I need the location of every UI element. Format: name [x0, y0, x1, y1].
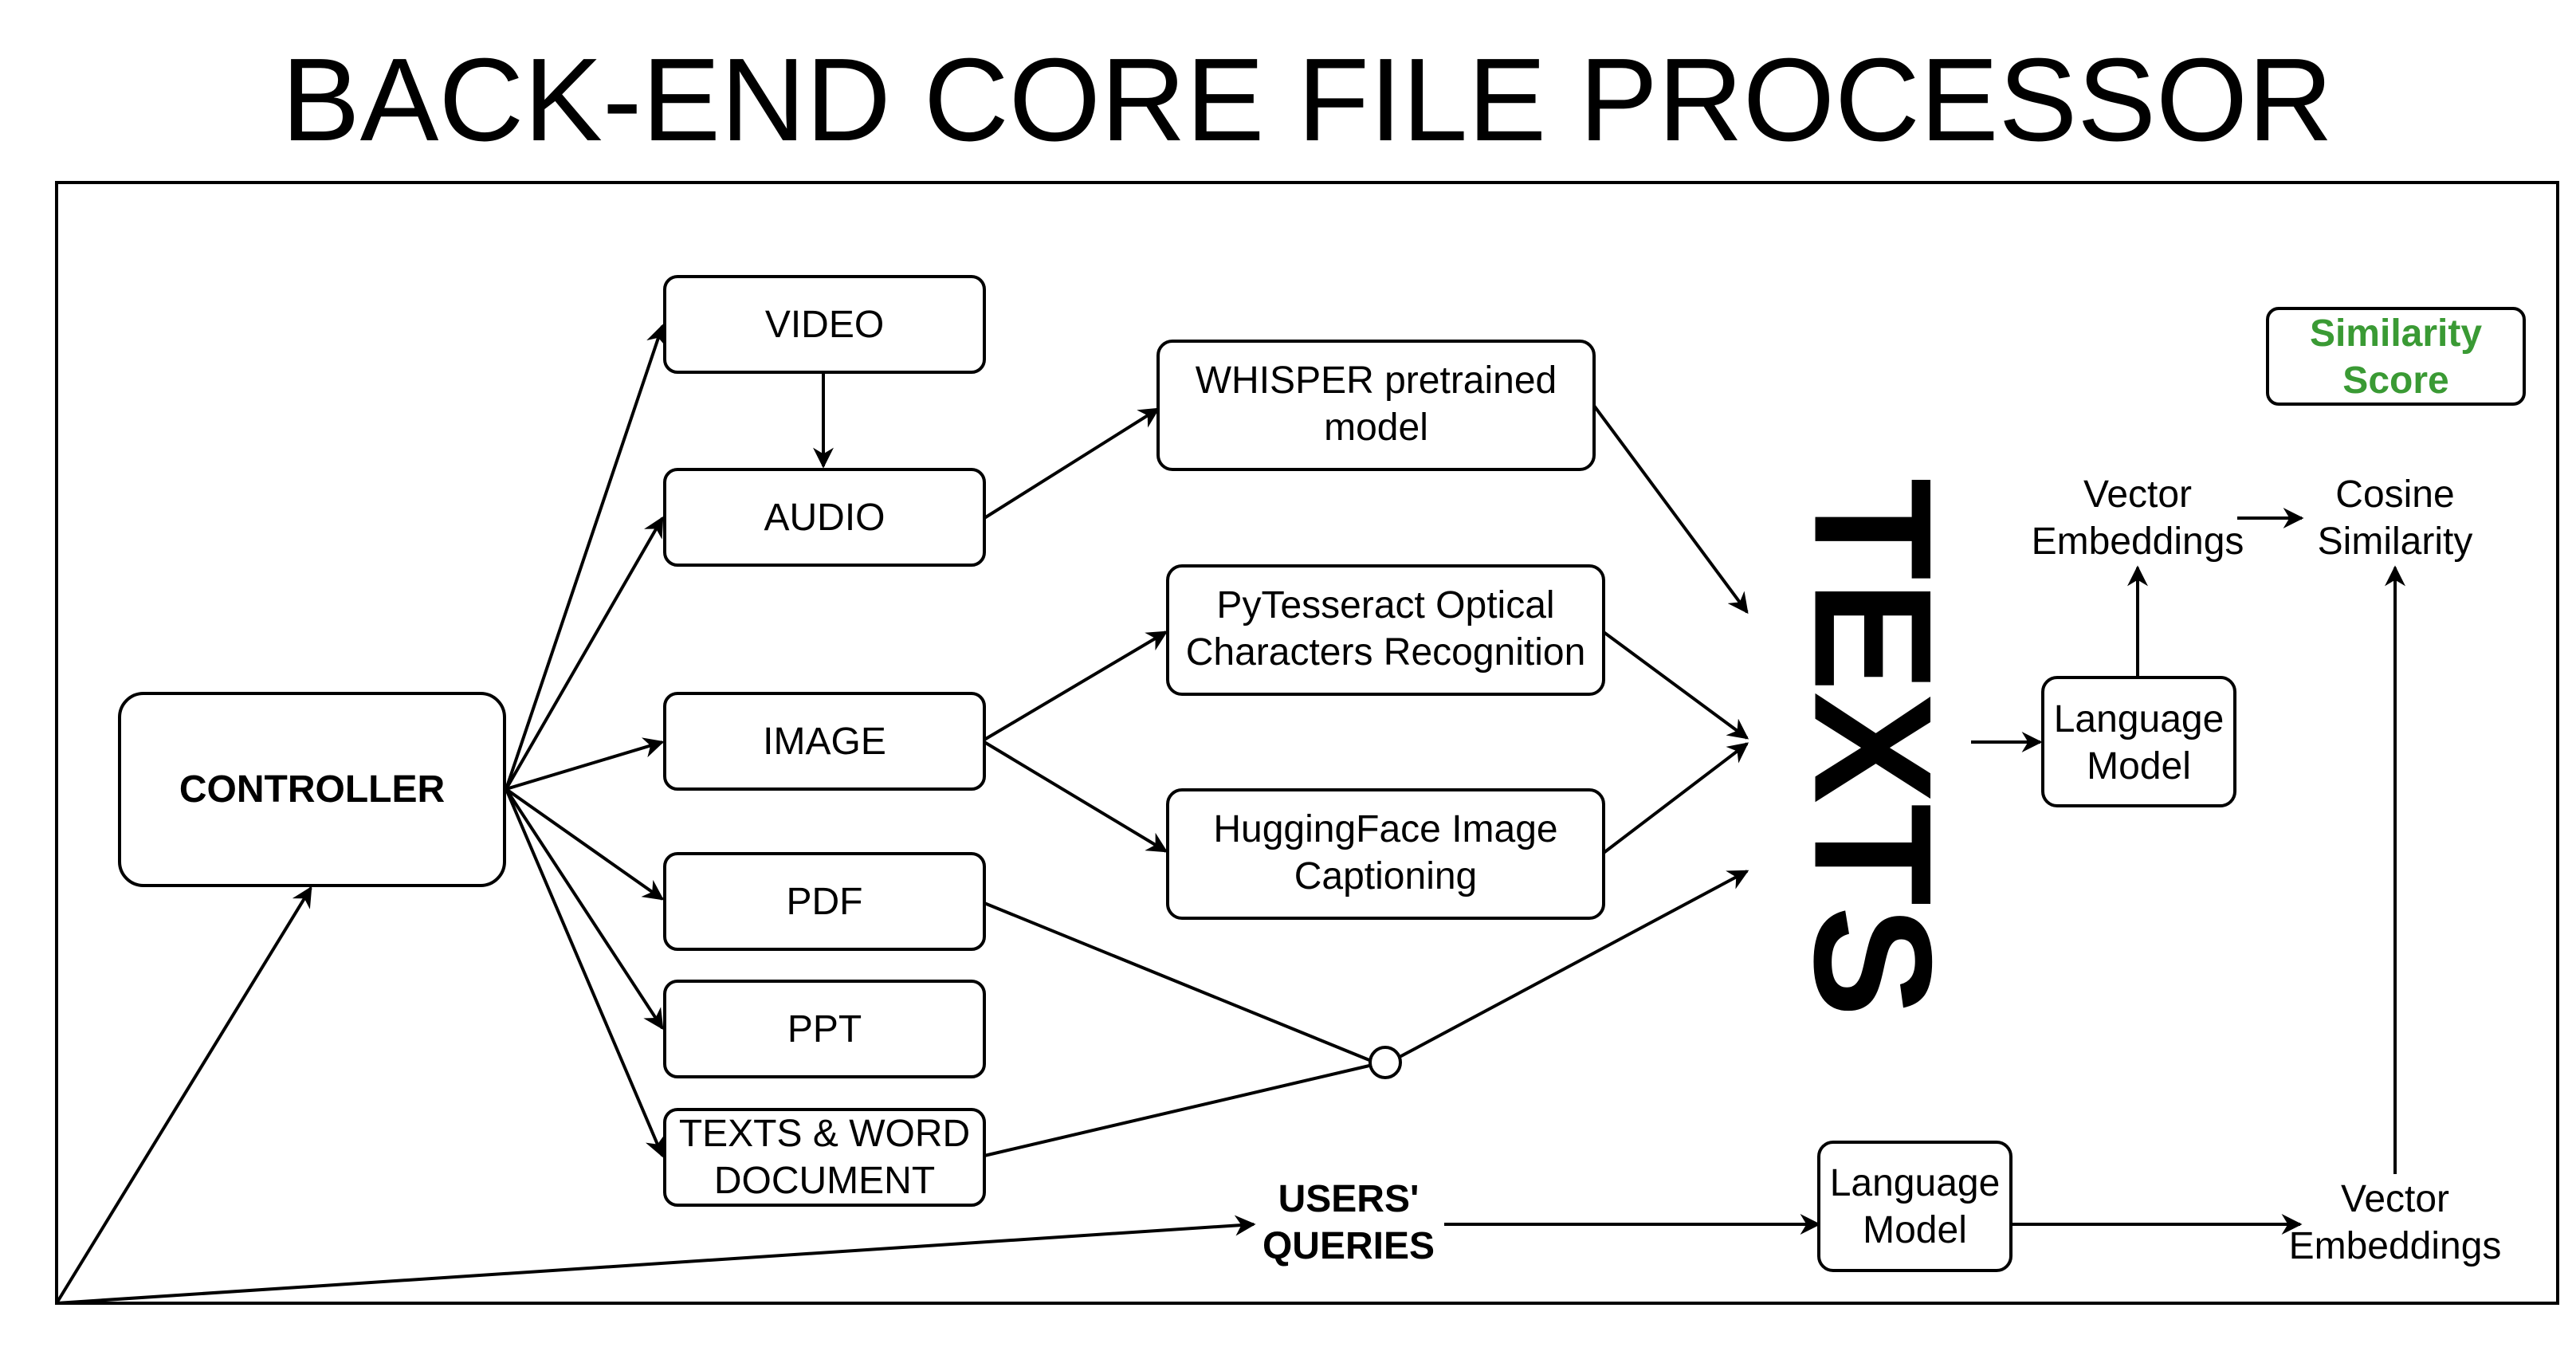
edge-image-ocr: [983, 630, 1168, 741]
edge-whisper-texts: [1592, 404, 1749, 615]
similarity-score-line-2: Score: [2342, 359, 2448, 402]
huggingface-label-line-2: Captioning: [1294, 855, 1478, 897]
language-model-bottom-line-1: Language: [1830, 1162, 2001, 1204]
whisper-label-line-1: WHISPER pretrained: [1196, 359, 1557, 402]
edge-controller-ppt: [505, 787, 664, 1031]
edge-controller-pdf: [505, 787, 665, 901]
audio-label: AUDIO: [764, 497, 885, 539]
users-queries-line-1: USERS': [1278, 1178, 1420, 1220]
cosine-similarity-line-1: Cosine: [2335, 473, 2454, 516]
edge-origin-controller: [55, 886, 312, 1305]
edge-junction-texts: [1399, 870, 1749, 1058]
edge-captioning-texts: [1602, 742, 1749, 854]
edge-controller-video: [505, 324, 666, 790]
pytesseract-label-line-2: Characters Recognition: [1186, 631, 1586, 674]
vector-embeddings-bottom-line-2: Embeddings: [2289, 1225, 2502, 1267]
edge-ocr-texts: [1602, 630, 1749, 740]
vector-embeddings-bottom-node: Vector Embeddings: [2289, 1178, 2502, 1267]
pytesseract-label-line-1: PyTesseract Optical: [1216, 584, 1554, 626]
pdf-node: PDF: [663, 852, 986, 951]
edge-controller-audio: [505, 516, 664, 790]
users-queries-line-2: QUERIES: [1262, 1225, 1435, 1267]
diagram-frame: [55, 181, 2559, 1305]
video-label: VIDEO: [765, 304, 884, 346]
image-label: IMAGE: [763, 721, 886, 763]
whisper-label-line-2: model: [1324, 406, 1428, 449]
language-model-bottom-node: Language Model: [1817, 1141, 2012, 1272]
audio-node: AUDIO: [663, 468, 986, 567]
ppt-label: PPT: [787, 1008, 862, 1051]
texts-label: TEXTS: [1780, 478, 1967, 1018]
language-model-top-node: Language Model: [2041, 676, 2236, 807]
texts-word-node: TEXTS & WORD DOCUMENT: [663, 1108, 986, 1207]
users-queries-node: USERS' QUERIES: [1262, 1178, 1435, 1267]
controller-label: CONTROLLER: [179, 768, 445, 811]
pytesseract-node: PyTesseract Optical Characters Recogniti…: [1166, 564, 1605, 696]
edge-audio-whisper: [983, 407, 1160, 520]
similarity-score-line-1: Similarity: [2310, 312, 2482, 355]
edge-controller-image: [505, 737, 665, 791]
edge-controller-texts-word: [505, 788, 665, 1158]
edge-origin-users-queries: [56, 1215, 1256, 1305]
similarity-score-node: Similarity Score: [2266, 307, 2526, 406]
edge-pdf-junction: [984, 901, 1370, 1062]
video-node: VIDEO: [663, 275, 986, 374]
whisper-node: WHISPER pretrained model: [1156, 340, 1596, 471]
cosine-similarity-node: Cosine Similarity: [2318, 473, 2473, 563]
edge-texts-word-junction: [984, 1064, 1370, 1157]
huggingface-node: HuggingFace Image Captioning: [1166, 788, 1605, 920]
language-model-bottom-line-2: Model: [1863, 1209, 1967, 1251]
language-model-top-line-2: Model: [2087, 745, 2191, 787]
pdf-label: PDF: [787, 881, 863, 923]
huggingface-label-line-1: HuggingFace Image: [1213, 808, 1557, 850]
edges: [55, 324, 2405, 1305]
junction-node: [1368, 1046, 1402, 1079]
ppt-node: PPT: [663, 980, 986, 1078]
vector-embeddings-top-line-2: Embeddings: [2032, 520, 2244, 563]
vector-embeddings-bottom-line-1: Vector: [2341, 1178, 2449, 1220]
image-node: IMAGE: [663, 692, 986, 791]
texts-node: TEXTS: [1780, 478, 1967, 1018]
cosine-similarity-line-2: Similarity: [2318, 520, 2473, 563]
controller-node: CONTROLLER: [118, 692, 506, 887]
page-title: BACK-END CORE FILE PROCESSOR: [281, 34, 2333, 166]
language-model-top-line-1: Language: [2054, 698, 2225, 740]
vector-embeddings-top-line-1: Vector: [2083, 473, 2192, 516]
texts-word-label-line-2: DOCUMENT: [714, 1160, 935, 1202]
vector-embeddings-top-node: Vector Embeddings: [2032, 473, 2244, 563]
texts-word-label-line-1: TEXTS & WORD: [679, 1113, 970, 1155]
edge-image-captioning: [983, 740, 1168, 853]
